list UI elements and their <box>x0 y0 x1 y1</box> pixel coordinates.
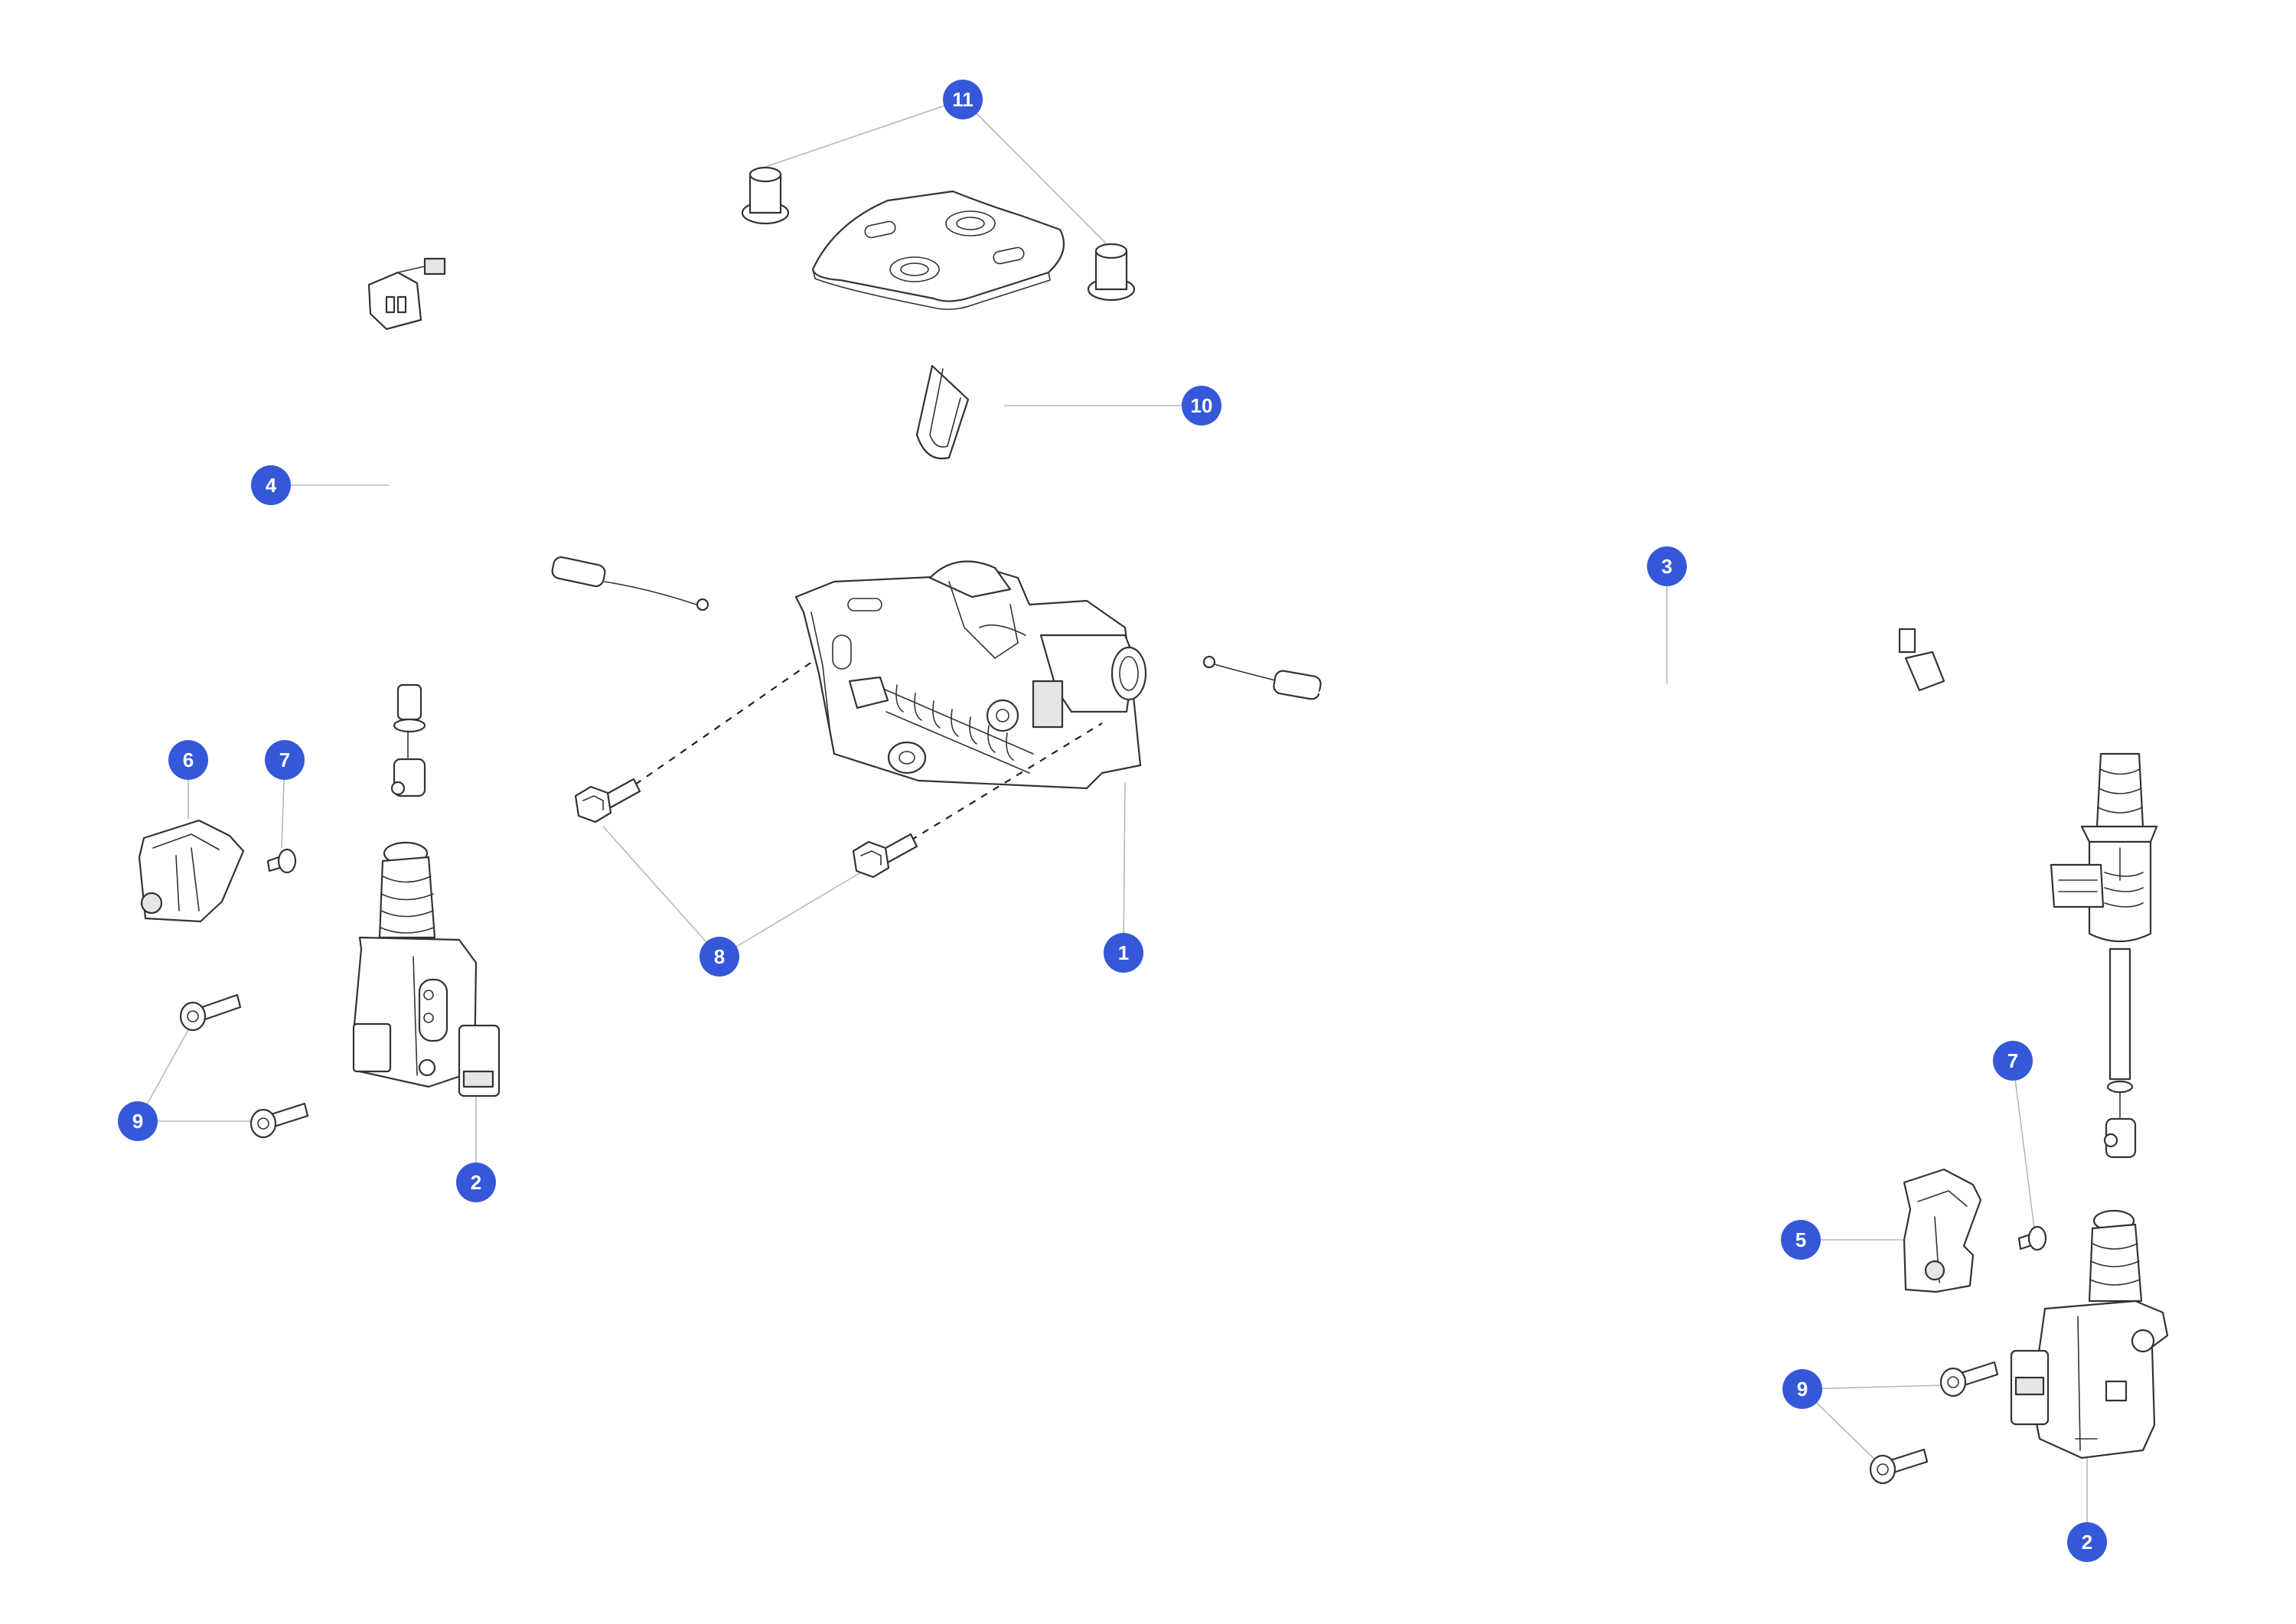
callout-label: 2 <box>471 1171 481 1194</box>
main-latch <box>794 560 1147 790</box>
bolt-right-upper <box>1939 1361 1999 1397</box>
assembly-lines <box>634 659 1103 841</box>
right-actuator <box>2010 1209 2169 1459</box>
callout-7-right: 7 <box>1993 1041 2033 1081</box>
callout-label: 8 <box>714 945 725 968</box>
small-screw-left <box>266 848 297 874</box>
callout-11: 11 <box>943 80 983 119</box>
leader-8-a <box>602 826 720 957</box>
callout-label: 9 <box>1797 1378 1808 1401</box>
leader-8-b <box>719 870 864 957</box>
right-bracket <box>1903 1168 1982 1293</box>
latch-bolt-lower <box>852 833 918 879</box>
leader-9-right-a <box>1802 1384 1943 1390</box>
rivet-right <box>1087 243 1136 302</box>
leader-1 <box>1123 781 1126 954</box>
callout-4: 4 <box>251 465 291 505</box>
bolt-left-upper <box>179 993 242 1032</box>
callout-label: 9 <box>132 1110 143 1133</box>
callout-label: 3 <box>1662 555 1672 578</box>
small-screw-right <box>2017 1225 2047 1251</box>
callout-9-left: 9 <box>118 1101 158 1141</box>
callout-label: 7 <box>2007 1049 2018 1072</box>
callout-label: 1 <box>1118 941 1129 964</box>
callout-label: 6 <box>183 748 194 771</box>
callout-7-left: 7 <box>265 740 305 780</box>
callout-label: 10 <box>1191 394 1213 417</box>
left-bracket <box>138 819 245 923</box>
bolt-right-lower <box>1869 1448 1929 1485</box>
callout-1: 1 <box>1104 933 1143 973</box>
callouts: 1 2 2 3 4 5 6 7 <box>118 80 2107 1562</box>
leader-lines <box>137 99 2088 1542</box>
leader-7-right <box>2012 1060 2035 1229</box>
callout-label: 2 <box>2082 1531 2092 1554</box>
callout-label: 5 <box>1795 1228 1806 1251</box>
bolt-left-lower <box>249 1102 309 1139</box>
striker-plate <box>811 190 1065 460</box>
callout-5: 5 <box>1781 1220 1821 1260</box>
callout-10: 10 <box>1182 386 1221 426</box>
callout-8: 8 <box>700 937 739 977</box>
callout-label: 7 <box>279 748 290 771</box>
callout-9-right: 9 <box>1782 1369 1822 1409</box>
leader-11-right <box>962 99 1107 244</box>
callout-label: 11 <box>952 88 974 111</box>
callout-label: 4 <box>266 474 277 497</box>
callout-2-left: 2 <box>456 1163 496 1202</box>
left-actuator <box>352 841 501 1097</box>
callout-2-right: 2 <box>2067 1522 2107 1562</box>
right-cable-assembly <box>1202 628 2158 1159</box>
callout-3: 3 <box>1647 546 1687 586</box>
callout-6: 6 <box>168 740 208 780</box>
latch-bolt-upper <box>574 778 641 823</box>
leader-11-left <box>765 99 964 168</box>
left-cable-assembly <box>367 257 709 797</box>
rivet-left <box>741 166 790 225</box>
